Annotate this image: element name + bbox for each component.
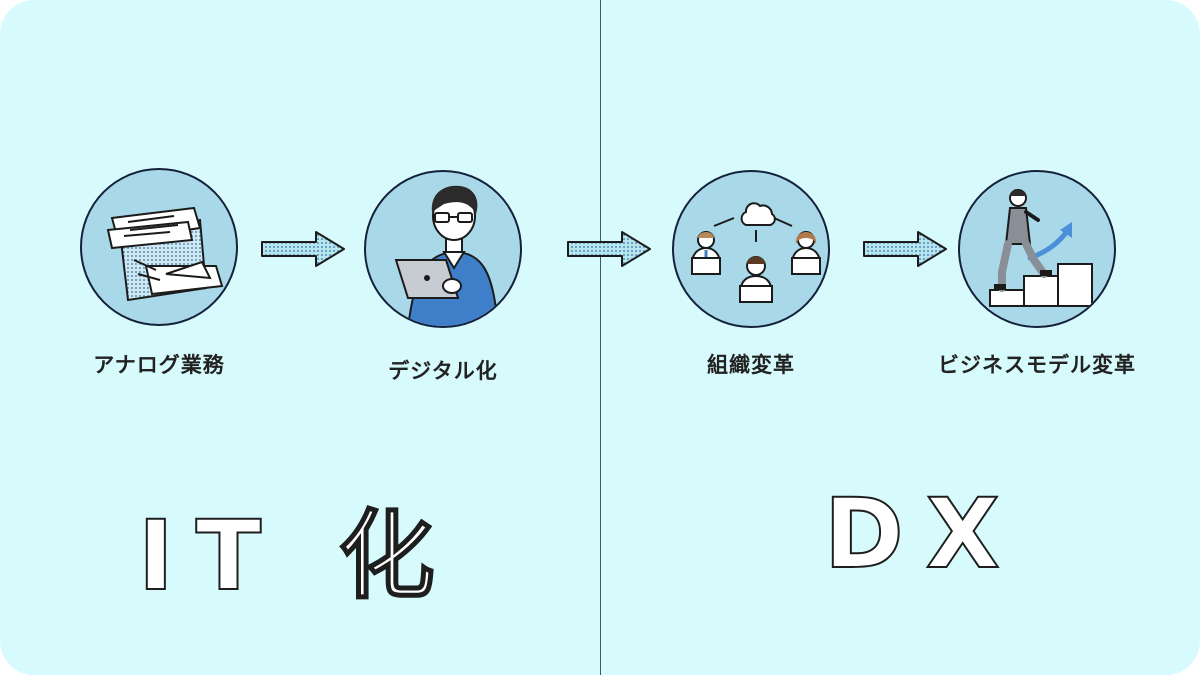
phase-title-dx: DX: [823, 477, 1022, 591]
connected-team-icon: [690, 202, 822, 303]
step-analog-label: アナログ業務: [93, 353, 225, 377]
laptop-worker-icon: [394, 185, 499, 326]
phase-divider: [600, 0, 601, 675]
step-digital-circle: [364, 170, 522, 328]
phase-title-it: IT 化: [137, 499, 457, 613]
stair-climber-icon: [989, 189, 1093, 307]
step-digital-label: デジタル化: [388, 359, 498, 383]
step-organization-circle: [672, 170, 830, 328]
arrow-right-icon: [567, 231, 651, 267]
step-analog-circle: [80, 168, 238, 326]
step-organization-label: 組織変革: [707, 353, 795, 377]
step-business-model-circle: [958, 170, 1116, 328]
arrow-right-icon: [261, 231, 345, 267]
paper-pile-icon: [106, 206, 224, 302]
arrow-right-icon: [863, 231, 947, 267]
step-business-model-label: ビジネスモデル変革: [938, 353, 1136, 377]
